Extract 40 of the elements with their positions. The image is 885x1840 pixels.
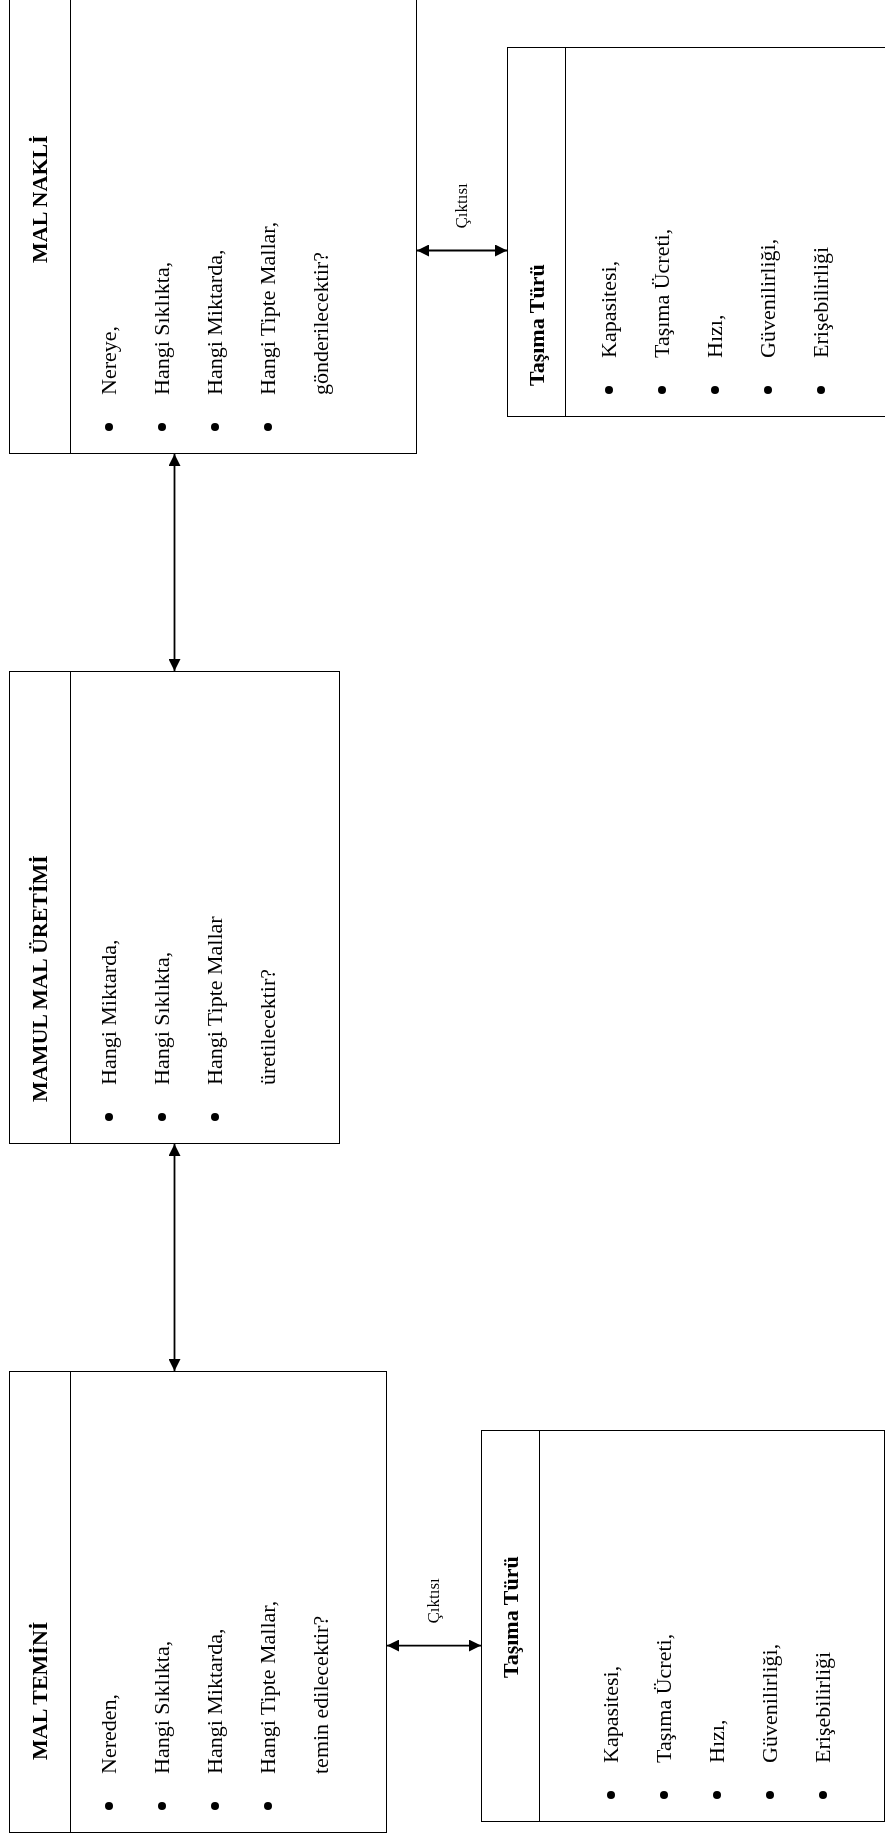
list-item: Hangi Tipte Mallar,: [254, 221, 281, 395]
process-box: [481, 1430, 885, 1822]
list-item: Nereye,: [95, 326, 122, 395]
list-item: Hangi Miktarda,: [201, 249, 228, 395]
double-arrow: [386, 1639, 482, 1652]
box-heading: MAMUL MAL ÜRETİMİ: [27, 855, 53, 1102]
box-heading: Taşıma Türü: [523, 264, 550, 386]
box-heading: Taşıma Türü: [497, 1556, 524, 1678]
process-box: [507, 47, 885, 417]
list-item: Hangi Miktarda,: [95, 939, 122, 1085]
list-item: Erişebilirliği: [809, 1651, 836, 1763]
box-heading: MAL NAKLİ: [27, 135, 53, 263]
list-item: Güvenilirliği,: [754, 238, 781, 358]
list-item: Erişebilirliği: [807, 246, 834, 358]
list-item: Hangi Tipte Mallar,: [254, 1600, 281, 1774]
double-arrow: [416, 244, 508, 257]
list-item: Taşıma Ücreti,: [648, 228, 675, 358]
list-item: temin edilecektir?: [307, 1615, 334, 1774]
box-heading: MAL TEMİNİ: [27, 1621, 53, 1760]
list-item: gönderilecektir?: [307, 252, 334, 395]
edge-label: Çıktısı: [424, 1578, 444, 1624]
list-item: Nereden,: [95, 1694, 122, 1774]
list-item: Hangi Sıklıkta,: [148, 951, 175, 1085]
process-box: [9, 1371, 387, 1833]
list-item: üretilecektir?: [254, 968, 281, 1085]
list-item: Kapasitesi,: [595, 260, 622, 358]
list-item: Hızı,: [701, 314, 728, 358]
list-item: Hangi Tipte Mallar: [201, 916, 228, 1085]
edge-label: Çıktısı: [452, 183, 472, 229]
double-arrow: [168, 1143, 181, 1372]
list-item: Hangi Miktarda,: [201, 1628, 228, 1774]
process-box: [9, 671, 340, 1144]
list-item: Kapasitesi,: [597, 1665, 624, 1763]
double-arrow: [168, 453, 181, 672]
list-item: Hızı,: [703, 1719, 730, 1763]
list-item: Hangi Sıklıkta,: [148, 1640, 175, 1774]
list-item: Taşıma Ücreti,: [650, 1633, 677, 1763]
list-item: Hangi Sıklıkta,: [148, 261, 175, 395]
process-box: [9, 0, 417, 454]
list-item: Güvenilirliği,: [756, 1643, 783, 1763]
